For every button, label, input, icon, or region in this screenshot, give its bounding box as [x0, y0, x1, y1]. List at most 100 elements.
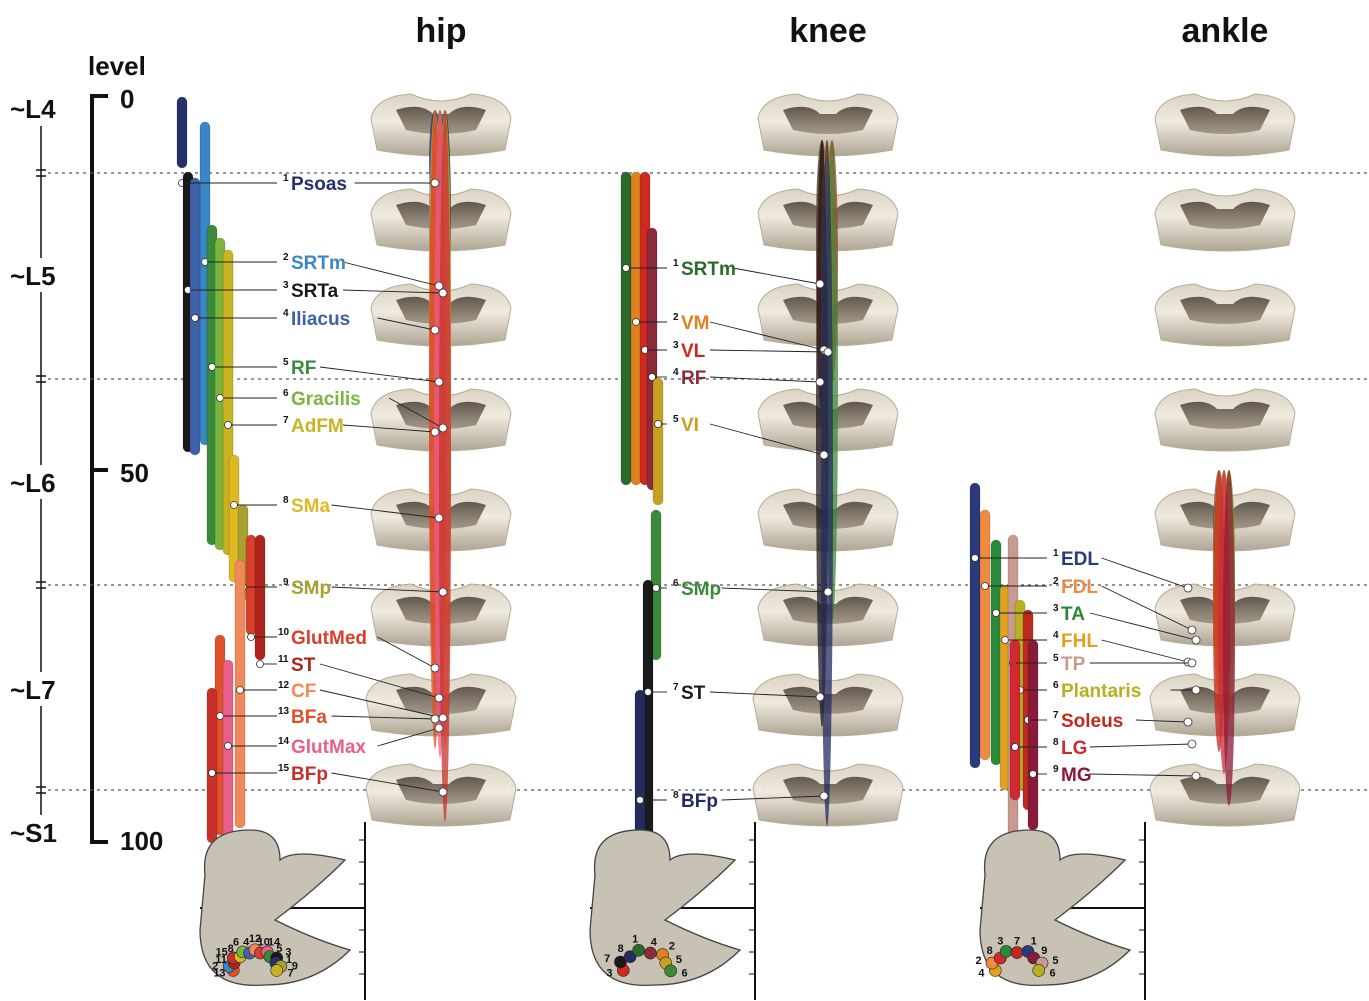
cross-section-number: 15 — [215, 946, 227, 958]
cross-section-number: 7 — [287, 967, 293, 979]
muscle-number-knee-smp: 6 — [673, 578, 679, 589]
muscle-label-hip-gracilis: Gracilis — [291, 389, 361, 410]
muscle-label-knee-st: ST — [681, 683, 706, 704]
pool-dot — [1033, 964, 1045, 976]
bar-centroid-knee-bfp — [637, 797, 644, 804]
muscle-number-knee-rf: 4 — [673, 367, 679, 378]
muscle-number-ankle-mg: 9 — [1053, 764, 1059, 775]
extent-bar-hip-glutmed — [246, 535, 256, 635]
bar-centroid-hip-rf — [209, 364, 216, 371]
motor-pool-core — [1213, 470, 1235, 806]
muscle-label-knee-bfp: BFp — [681, 791, 718, 812]
muscle-number-ankle-lg: 8 — [1053, 737, 1059, 748]
extent-bar-knee-vm — [631, 172, 641, 485]
leader-hip-rf — [215, 367, 443, 386]
muscle-label-ankle-lg: LG — [1061, 738, 1087, 759]
muscle-number-hip-rf: 5 — [283, 357, 289, 368]
muscle-number-hip-sma: 8 — [283, 495, 289, 506]
extent-bar-knee-bfp — [635, 690, 645, 845]
muscle-label-ankle-edl: EDL — [1061, 549, 1099, 570]
bar-centroid-knee-smp — [653, 585, 660, 592]
bar-centroid-hip-iliacus — [192, 315, 199, 322]
pool-dot — [644, 947, 656, 959]
cross-section-number: 2 — [669, 941, 675, 953]
bar-centroid-knee-vi — [655, 421, 662, 428]
cross-section-number: 1 — [1031, 936, 1037, 948]
cord-slice — [1155, 284, 1295, 346]
extent-bar-ankle-edl — [970, 483, 980, 768]
muscle-label-hip-st: ST — [291, 655, 316, 676]
cord-slice — [1155, 389, 1295, 451]
segment-label-l5: ~L5 — [10, 261, 56, 291]
bar-centroid-ankle-mg — [1030, 771, 1037, 778]
muscle-label-hip-bfa: BFa — [291, 707, 327, 728]
muscle-number-ankle-plantaris: 6 — [1053, 680, 1059, 691]
cross-section-number: 6 — [233, 936, 239, 948]
cross-section-number: 4 — [651, 936, 658, 948]
bar-centroid-knee-st — [645, 689, 652, 696]
muscle-label-hip-srtm: SRTm — [291, 253, 346, 274]
pool-dot — [665, 965, 677, 977]
muscle-number-hip-st: 11 — [278, 654, 289, 665]
cross-section-number: 5 — [676, 954, 682, 966]
muscle-number-hip-srta: 3 — [283, 280, 289, 291]
muscle-number-hip-smp: 9 — [283, 577, 289, 588]
bar-centroid-hip-sma — [231, 502, 238, 509]
bar-centroid-ankle-edl — [972, 555, 979, 562]
muscle-number-hip-cf: 12 — [278, 680, 290, 691]
level-axis: level 0 50 100 — [88, 51, 163, 856]
extent-bar-hip-st — [255, 535, 265, 660]
segment-axis: ~L4 ~L5 ~L6 ~L7 ~S1 — [6, 92, 72, 849]
cross-section-number: 6 — [1049, 967, 1055, 979]
muscle-number-ankle-fhl: 4 — [1053, 630, 1059, 641]
bar-centroid-hip-st — [257, 661, 264, 668]
muscle-number-hip-psoas: 1 — [283, 173, 289, 184]
segment-label-l7: ~L7 — [10, 675, 56, 705]
muscle-label-hip-smp: SMp — [291, 578, 331, 599]
cross-section-number: 4 — [978, 967, 985, 979]
cross-section-number: 7 — [604, 953, 610, 965]
bar-centroid-hip-glutmax — [225, 743, 232, 750]
level-axis-title: level — [88, 51, 146, 81]
cross-section-hip: 132111586412101453197 — [200, 822, 365, 1000]
muscle-number-knee-bfp: 8 — [673, 790, 679, 801]
muscle-label-ankle-fhl: FHL — [1061, 631, 1098, 652]
pool-dot — [633, 944, 645, 956]
panel-title-hip: hip — [416, 12, 467, 50]
muscle-label-ankle-fdl: FDL — [1061, 577, 1098, 598]
muscle-number-hip-srtm: 2 — [283, 252, 289, 263]
muscle-number-hip-bfp: 15 — [278, 763, 290, 774]
muscle-number-ankle-soleus: 7 — [1053, 710, 1059, 721]
cross-section-number: 5 — [1052, 955, 1058, 967]
muscle-label-hip-glutmax: GlutMax — [291, 737, 366, 758]
muscle-label-knee-vi: VI — [681, 415, 699, 436]
muscle-label-knee-vl: VL — [681, 341, 706, 362]
extent-bar-ankle-lg — [1010, 640, 1020, 800]
muscle-number-knee-vl: 3 — [673, 340, 679, 351]
muscle-label-hip-rf: RF — [291, 358, 316, 379]
panel-title-ankle: ankle — [1182, 12, 1269, 50]
level-tick-0: 0 — [120, 84, 134, 114]
bar-centroid-hip-adfm — [225, 422, 232, 429]
segment-label-s1: ~S1 — [10, 818, 57, 848]
cross-section-number: 7 — [1014, 936, 1020, 948]
muscle-label-hip-srta: SRTa — [291, 281, 339, 302]
extent-bar-ankle-fdl — [980, 510, 990, 760]
cross-section-number: 8 — [618, 943, 624, 955]
bar-centroid-hip-bfa — [217, 713, 224, 720]
muscle-label-ankle-plantaris: Plantaris — [1061, 681, 1141, 702]
muscle-label-hip-psoas: Psoas — [291, 174, 347, 195]
muscle-number-hip-glutmax: 14 — [278, 736, 290, 747]
muscle-number-hip-adfm: 7 — [283, 415, 289, 426]
muscle-label-hip-bfp: BFp — [291, 764, 328, 785]
extent-bar-hip-glutmax — [223, 660, 233, 840]
bar-centroid-ankle-fdl — [982, 583, 989, 590]
bar-centroid-ankle-ta — [993, 610, 1000, 617]
muscle-label-ankle-ta: TA — [1061, 604, 1085, 625]
bar-centroid-hip-glutmed — [248, 634, 255, 641]
cross-section-number: 3 — [606, 967, 612, 979]
muscle-label-ankle-mg: MG — [1061, 765, 1092, 786]
muscle-number-hip-bfa: 13 — [278, 706, 290, 717]
bar-centroid-hip-gracilis — [217, 395, 224, 402]
